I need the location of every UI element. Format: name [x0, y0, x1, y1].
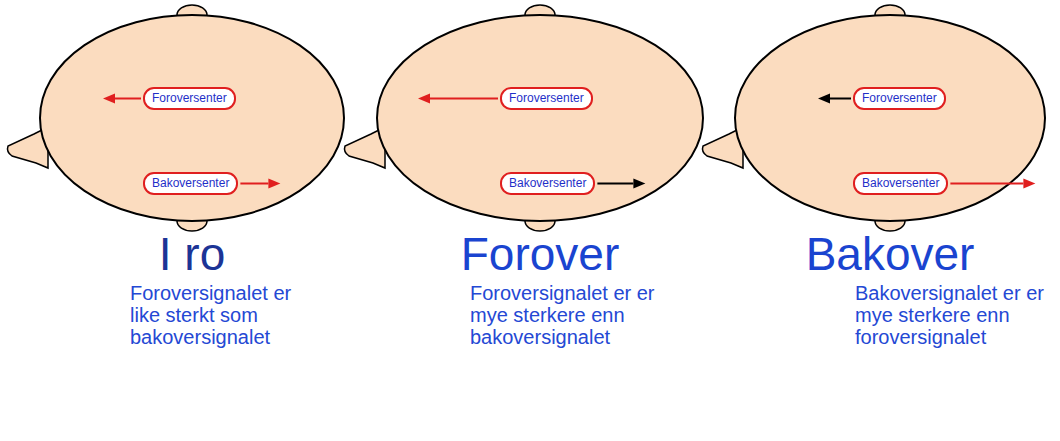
arrow-head	[1023, 179, 1035, 189]
state-title: Bakover	[806, 228, 975, 280]
head-outline: I roForoversignalet er like sterkt som b…	[0, 0, 360, 441]
center-label: Foroversenter	[152, 91, 227, 105]
center-label: Bakoversenter	[509, 176, 586, 190]
arrow-head	[103, 94, 115, 104]
head-outline: BakoverBakoversignalet er er mye sterker…	[700, 0, 1060, 441]
signal-arrow	[240, 183, 268, 185]
arrow-head	[418, 94, 430, 104]
center-box: Bakoversenter	[853, 172, 948, 195]
center-box: Bakoversenter	[143, 172, 238, 195]
arrow-head	[818, 94, 830, 104]
state-description: Foroversignalet er er mye sterkere enn b…	[470, 282, 659, 348]
center-label: Bakoversenter	[862, 176, 939, 190]
head-shape	[40, 15, 344, 221]
signal-arrow	[830, 98, 851, 100]
head-drawing	[0, 0, 360, 441]
head-drawing	[340, 0, 700, 441]
signal-arrow	[115, 98, 141, 100]
arrow-head	[633, 179, 645, 189]
center-box: Foroversenter	[143, 87, 236, 110]
state-description: Foroversignalet er like sterkt som bakov…	[130, 282, 319, 348]
signal-arrow	[430, 98, 498, 100]
center-box: Foroversenter	[853, 87, 946, 110]
head-outline: ForoverForoversignalet er er mye sterker…	[340, 0, 700, 441]
arrow-head	[268, 179, 280, 189]
head-shape	[735, 15, 1045, 221]
state-title: I ro	[159, 228, 225, 280]
signal-arrow	[597, 183, 633, 185]
center-label: Foroversenter	[862, 91, 937, 105]
head-drawing	[700, 0, 1060, 441]
center-label: Foroversenter	[509, 91, 584, 105]
state-description: Bakoversignalet er er mye sterkere enn f…	[855, 282, 1044, 348]
center-box: Bakoversenter	[500, 172, 595, 195]
head-shape	[377, 15, 703, 221]
center-label: Bakoversenter	[152, 176, 229, 190]
center-box: Foroversenter	[500, 87, 593, 110]
signal-arrow	[950, 183, 1023, 185]
state-title: Forover	[461, 228, 619, 280]
